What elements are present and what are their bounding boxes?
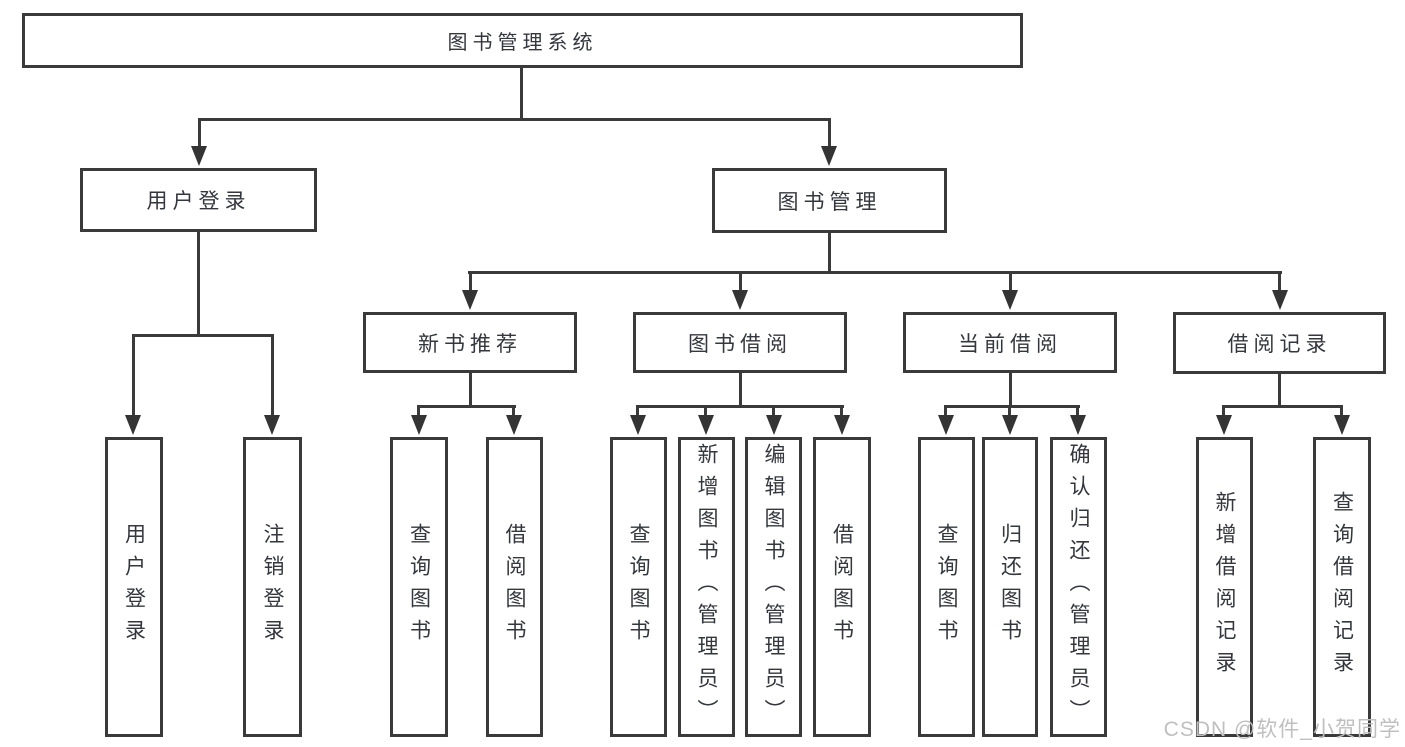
connector-line [520, 68, 523, 121]
connector-line [132, 334, 274, 337]
connector-line [1009, 271, 1012, 291]
arrow-down-icon [411, 415, 427, 435]
connector-line [512, 405, 515, 417]
connector-line [840, 405, 843, 417]
connector-line [198, 118, 201, 148]
node-system-root: 图书管理系统 [22, 13, 1023, 68]
leaf-add-borrow-record: 新增借阅记录 [1196, 437, 1253, 737]
connector-line [772, 405, 775, 417]
connector-line [1340, 405, 1343, 417]
arrow-down-icon [506, 415, 522, 435]
connector-line [271, 334, 274, 415]
arrow-down-icon [1216, 415, 1232, 435]
connector-line [1009, 373, 1012, 408]
connector-line [739, 373, 742, 408]
connector-line [637, 405, 844, 408]
leaf-borrow-books-1: 借阅图书 [486, 437, 543, 737]
leaf-return-books: 归还图书 [982, 437, 1038, 737]
connector-line [417, 405, 420, 417]
node-book-management-module: 图书管理 [712, 168, 947, 233]
connector-line [636, 405, 639, 417]
connector-line [704, 405, 707, 417]
connector-line [945, 405, 1080, 408]
arrow-down-icon [1272, 290, 1288, 310]
connector-line [1222, 405, 1225, 417]
arrow-down-icon [821, 146, 837, 166]
leaf-add-book-admin: 新增图书（管理员） [678, 437, 735, 737]
connector-line [1076, 405, 1079, 417]
arrow-down-icon [698, 415, 714, 435]
connector-line [1278, 271, 1281, 291]
arrow-down-icon [125, 415, 141, 435]
node-current-borrow: 当前借阅 [903, 312, 1117, 373]
leaf-borrow-books-2: 借阅图书 [813, 437, 871, 737]
leaf-query-books-3: 查询图书 [918, 437, 975, 737]
arrow-down-icon [732, 290, 748, 310]
arrow-down-icon [1070, 415, 1086, 435]
leaf-logout: 注销登录 [243, 437, 302, 737]
arrow-down-icon [630, 415, 646, 435]
leaf-query-borrow-record: 查询借阅记录 [1313, 437, 1371, 737]
arrow-down-icon [938, 415, 954, 435]
leaf-edit-book-admin: 编辑图书（管理员） [745, 437, 802, 737]
leaf-query-books-2: 查询图书 [610, 437, 667, 737]
arrow-down-icon [834, 415, 850, 435]
connector-line [739, 271, 742, 291]
connector-line [132, 334, 135, 415]
leaf-confirm-return-admin: 确认归还（管理员） [1050, 437, 1107, 737]
connector-line [469, 271, 472, 291]
node-book-borrow: 图书借阅 [633, 312, 847, 373]
arrow-down-icon [264, 415, 280, 435]
arrow-down-icon [462, 290, 478, 310]
connector-line [197, 232, 200, 336]
connector-line [828, 233, 831, 274]
leaf-query-books-1: 查询图书 [390, 437, 448, 737]
arrow-down-icon [1334, 415, 1350, 435]
leaf-user-login: 用户登录 [105, 437, 163, 737]
connector-line [417, 405, 516, 408]
watermark-text: CSDN @软件_小贺同学 [1163, 718, 1401, 741]
connector-line [1008, 405, 1011, 417]
connector-line [1223, 405, 1343, 408]
node-new-book-recommend: 新书推荐 [363, 312, 577, 373]
connector-line [1278, 374, 1281, 408]
arrow-down-icon [1002, 290, 1018, 310]
node-borrow-records: 借阅记录 [1173, 312, 1386, 374]
arrow-down-icon [766, 415, 782, 435]
connector-line [468, 271, 1282, 274]
node-user-login-module: 用户登录 [80, 168, 317, 232]
connector-line [944, 405, 947, 417]
connector-line [469, 373, 472, 408]
arrow-down-icon [191, 146, 207, 166]
connector-line [198, 118, 831, 121]
connector-line [828, 118, 831, 148]
arrow-down-icon [1002, 415, 1018, 435]
